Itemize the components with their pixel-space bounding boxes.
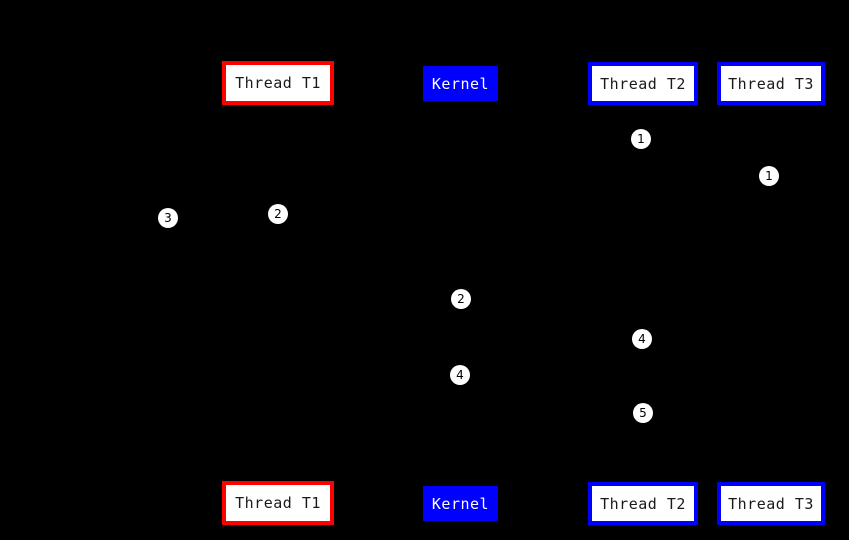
message-arrow-2-kernel-to-t1 [277, 211, 460, 217]
step-badge-5-t2: 5 [633, 403, 653, 423]
lifeline-t3 [771, 105, 772, 482]
step-badge-label: 2 [274, 207, 282, 221]
participant-label-t3-top: Thread T3 [728, 74, 814, 93]
participant-kernel-top[interactable]: Kernel [423, 66, 498, 101]
participant-label-kernel-bottom: Kernel [431, 494, 490, 513]
step-badge-1-t2: 1 [631, 129, 651, 149]
step-badge-label: 3 [164, 211, 172, 225]
participant-thread-t1-top[interactable]: Thread T1 [222, 61, 334, 105]
step-badge-label: 1 [765, 169, 773, 183]
participant-thread-t3-top[interactable]: Thread T3 [717, 62, 825, 105]
participant-thread-t1-bottom[interactable]: Thread T1 [222, 481, 334, 525]
message-arrow-1-t3-to-t2 [642, 173, 771, 179]
step-badge-label: 2 [457, 292, 465, 306]
participant-kernel-bottom[interactable]: Kernel [423, 486, 498, 521]
participant-label-t1-bottom: Thread T1 [235, 494, 321, 512]
message-arrow-1-t2-to-kernel [459, 136, 643, 142]
step-badge-2-t1: 2 [268, 204, 288, 224]
message-arrow-3-t1-outbound [167, 215, 278, 221]
message-arrow-4-t1-to-kernel [278, 372, 461, 378]
message-arrow-5-t2-to-t3 [643, 410, 772, 416]
step-badge-2-kernel: 2 [451, 289, 471, 309]
participant-label-t2-top: Thread T2 [600, 74, 686, 93]
participant-label-kernel-top: Kernel [431, 74, 490, 93]
step-badge-4-kernel: 4 [450, 365, 470, 385]
participant-label-t3-bottom: Thread T3 [728, 494, 814, 513]
lifeline-t2 [643, 105, 644, 482]
step-badge-3-t1: 3 [158, 208, 178, 228]
participant-thread-t2-top[interactable]: Thread T2 [588, 62, 698, 105]
step-badge-label: 5 [639, 406, 647, 420]
step-badge-4-t2: 4 [632, 329, 652, 349]
message-arrow-2-kernel-to-t2 [460, 296, 644, 302]
step-badge-1-t3: 1 [759, 166, 779, 186]
participant-label-t2-bottom: Thread T2 [600, 494, 686, 513]
participant-thread-t2-bottom[interactable]: Thread T2 [588, 482, 698, 525]
step-badge-label: 4 [456, 368, 464, 382]
participant-thread-t3-bottom[interactable]: Thread T3 [717, 482, 825, 525]
step-badge-label: 1 [637, 132, 645, 146]
message-arrow-4-t2-to-t3 [643, 336, 772, 342]
participant-label-t1-top: Thread T1 [235, 74, 321, 92]
step-badge-label: 4 [638, 332, 646, 346]
lifeline-t1 [278, 105, 279, 481]
